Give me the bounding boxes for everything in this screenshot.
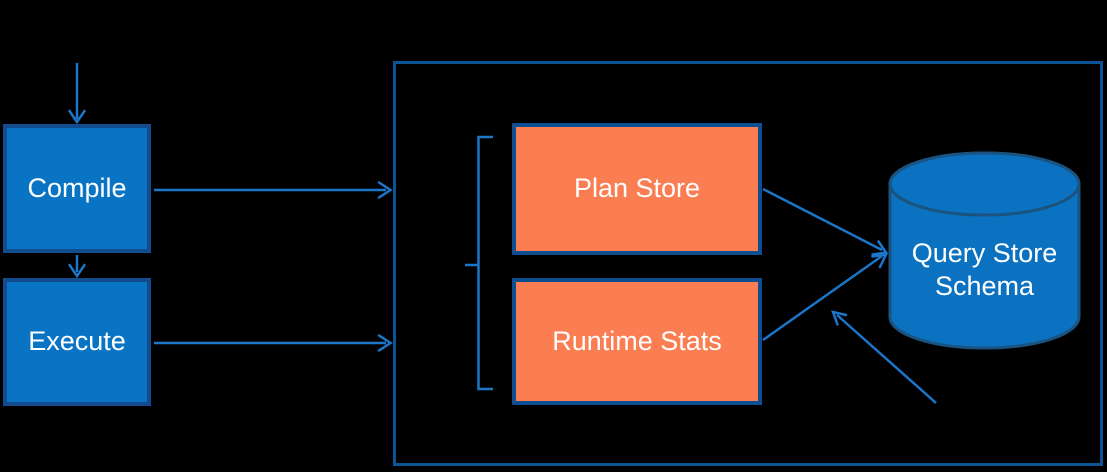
arrow-compile-to-container-arrowhead <box>377 181 393 199</box>
compile-node: Compile <box>3 124 151 253</box>
grouping-brace <box>465 135 493 391</box>
arrow-runtime-stats-to-schema <box>762 254 883 342</box>
query-store-schema-label-line2: Schema <box>934 271 1035 301</box>
execute-node: Execute <box>3 278 151 406</box>
arrow-compile-to-execute-arrowhead <box>68 263 86 279</box>
query-store-schema-label: Query Store Schema <box>890 237 1079 303</box>
runtime-stats-node: Runtime Stats <box>512 278 762 405</box>
arrow-plan-store-to-schema-arrowhead <box>871 240 889 256</box>
arrow-input-to-compile-arrowhead <box>68 109 86 125</box>
arrow-async-write-back-arrowhead <box>831 310 848 326</box>
execute-label: Execute <box>28 326 126 357</box>
query-store-container-box <box>393 61 1103 466</box>
query-store-schema-label-line1: Query Store <box>911 238 1058 268</box>
database-cylinder-icon <box>888 151 1081 350</box>
plan-store-label: Plan Store <box>573 173 701 204</box>
runtime-stats-label: Runtime Stats <box>552 325 722 356</box>
compile-label: Compile <box>27 172 127 203</box>
database-cylinder-top <box>888 151 1081 217</box>
arrow-plan-store-to-schema <box>762 187 883 252</box>
arrow-async-write-back <box>836 314 937 404</box>
arrow-execute-to-container-arrowhead <box>377 334 393 352</box>
plan-store-node: Plan Store <box>512 123 762 255</box>
arrow-runtime-stats-to-schema-arrowhead <box>871 252 889 269</box>
